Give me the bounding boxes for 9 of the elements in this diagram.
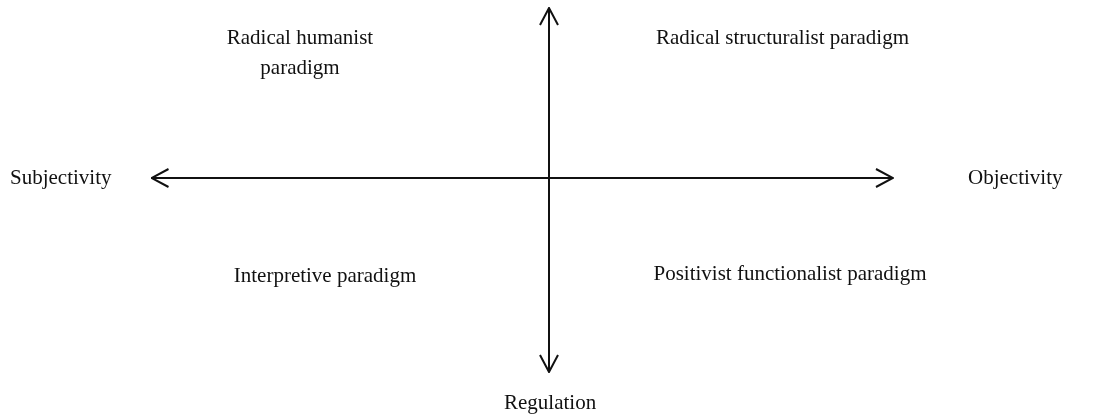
quadrant-label: Radical humanist paradigm [225, 24, 375, 82]
axis-label: Objectivity [968, 165, 1063, 189]
quadrant-label: Positivist functionalist paradigm [652, 260, 928, 287]
quadrant-label: Interpretive paradigm [232, 262, 418, 289]
axis-label: Regulation [504, 390, 597, 414]
axis-label: Subjectivity [10, 165, 112, 189]
quadrant-label: Radical structuralist paradigm [654, 24, 911, 51]
double-arrow [150, 168, 894, 188]
double-arrow [539, 7, 559, 373]
